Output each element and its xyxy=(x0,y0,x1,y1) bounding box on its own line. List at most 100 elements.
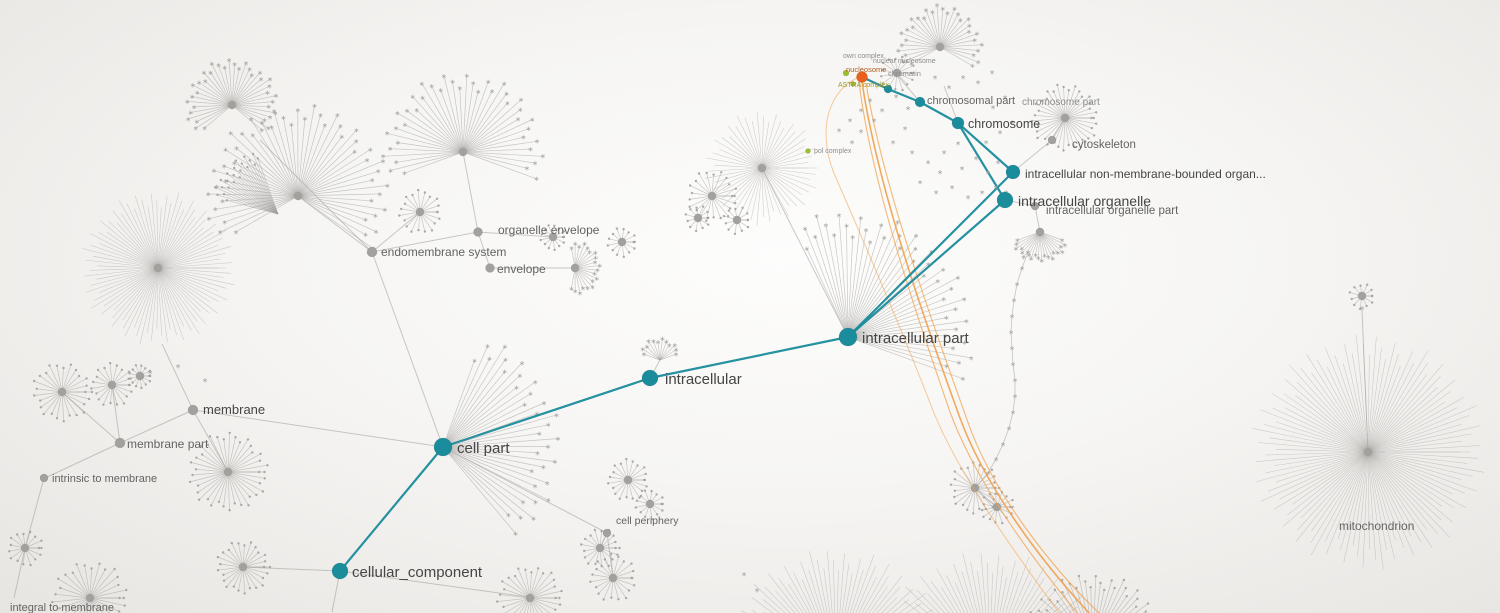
node-intrinsic-to-membrane[interactable] xyxy=(39,473,49,483)
cluster-node[interactable] xyxy=(135,371,145,381)
label-chromosome[interactable]: chromosome xyxy=(968,117,1040,131)
highlight-curves xyxy=(825,77,1100,613)
cluster-node[interactable] xyxy=(892,68,902,78)
asterisk-glyph-icon: ∗ xyxy=(858,128,864,135)
node-chromatin[interactable] xyxy=(883,84,893,94)
node-envelope[interactable] xyxy=(485,263,495,273)
node-highlight-green[interactable] xyxy=(842,69,850,77)
label-pol-complex[interactable]: pol complex xyxy=(814,148,852,155)
node-intracellular-part[interactable] xyxy=(838,327,858,347)
node-nucleosome[interactable] xyxy=(856,71,868,83)
label-mitochondrion[interactable]: mitochondrion xyxy=(1339,519,1414,533)
asterisk-tip-icon: ∗ xyxy=(944,364,950,371)
asterisk-tip-icon: ∗ xyxy=(271,109,277,116)
label-organelle-envelope[interactable]: organelle envelope xyxy=(498,223,600,237)
asterisk-glyph-icon: ∗ xyxy=(1006,425,1012,432)
label-integral-to-membrane[interactable]: integral to membrane xyxy=(10,602,114,613)
label-intracellular-organelle[interactable]: intracellular organelle xyxy=(1018,193,1151,209)
node-chromosomal-part[interactable] xyxy=(914,96,926,108)
node-astra-complex[interactable] xyxy=(850,81,856,87)
cluster-node[interactable] xyxy=(525,593,535,603)
graph-edge xyxy=(44,442,121,479)
asterisk-tip-icon: ∗ xyxy=(194,90,200,97)
label-membrane-part[interactable]: membrane part xyxy=(127,437,209,451)
node-intracellular-organelle-part[interactable] xyxy=(1030,201,1040,211)
label-intracellular-non-membrane-bounded-organ[interactable]: intracellular non-membrane-bounded organ… xyxy=(1025,167,1266,181)
node-cellular-component[interactable] xyxy=(331,562,349,580)
cluster-node[interactable] xyxy=(1357,291,1367,301)
asterisk-tip-icon: ∗ xyxy=(518,97,524,104)
asterisk-tip-icon: ∗ xyxy=(470,81,476,88)
asterisk-tip-icon: ∗ xyxy=(921,16,927,23)
label-intrinsic-to-membrane[interactable]: intrinsic to membrane xyxy=(52,473,157,485)
asterisk-glyph-icon: ∗ xyxy=(849,139,855,146)
graph-edge xyxy=(897,75,921,103)
label-cell-part[interactable]: cell part xyxy=(457,440,510,457)
selected-edge xyxy=(886,87,922,104)
asterisk-glyph-icon: ∗ xyxy=(990,104,996,111)
asterisk-tip-icon: ∗ xyxy=(191,104,197,111)
node-intracellular-non-membrane-bounded-organelle[interactable] xyxy=(1005,164,1021,180)
cluster-node[interactable] xyxy=(85,593,95,603)
asterisk-tip-icon: ∗ xyxy=(485,344,491,351)
cluster-node[interactable] xyxy=(707,191,717,201)
asterisk-tip-icon: ∗ xyxy=(503,357,509,364)
asterisk-tip-icon: ∗ xyxy=(295,108,301,115)
asterisk-tip-icon: ∗ xyxy=(504,91,510,98)
node-chromosome[interactable] xyxy=(951,116,965,130)
node-cell-periphery[interactable] xyxy=(602,528,612,538)
graph-edge xyxy=(1012,139,1053,173)
cluster-node[interactable] xyxy=(617,237,627,247)
asterisk-tip-icon: ∗ xyxy=(1042,253,1048,260)
asterisk-tip-icon: ∗ xyxy=(219,199,225,206)
asterisk-tip-icon: ∗ xyxy=(269,125,275,132)
label-nuclear-nucleosome[interactable]: nuclear nucleosome xyxy=(873,58,936,65)
label-envelope[interactable]: envelope xyxy=(497,262,546,276)
label-astra-complex[interactable]: ASTRA complex xyxy=(838,82,889,89)
node-endomembrane-system[interactable] xyxy=(366,246,378,258)
node-intracellular[interactable] xyxy=(641,369,659,387)
label-endomembrane-system[interactable]: endomembrane system xyxy=(381,245,506,259)
label-own-complex[interactable]: own complex xyxy=(843,53,884,60)
cluster-node[interactable] xyxy=(153,263,163,273)
asterisk-tip-icon: ∗ xyxy=(375,169,381,176)
asterisk-tip-icon: ∗ xyxy=(585,245,591,252)
asterisk-tip-icon: ∗ xyxy=(485,79,491,86)
asterisk-tip-icon: ∗ xyxy=(921,273,927,280)
label-cytoskeleton[interactable]: cytoskeleton xyxy=(1072,139,1136,151)
asterisk-glyph-icon: ∗ xyxy=(836,127,842,134)
cluster-node[interactable] xyxy=(935,42,945,52)
node-cell-part[interactable] xyxy=(433,437,453,457)
asterisk-tip-icon: ∗ xyxy=(222,220,228,227)
label-intracellular-part[interactable]: intracellular part xyxy=(862,330,970,347)
label-cellular-component[interactable]: cellular_component xyxy=(352,564,483,581)
cluster-node[interactable] xyxy=(732,215,742,225)
cluster-node[interactable] xyxy=(623,475,633,485)
cluster-node[interactable] xyxy=(693,213,703,223)
selected-edge xyxy=(956,121,1007,202)
label-nucleosome[interactable]: nucleosome xyxy=(846,65,886,74)
label-chromosomal-part[interactable]: chromosomal part xyxy=(927,95,1015,107)
cluster-node[interactable] xyxy=(645,499,655,509)
node-organelle-envelope[interactable] xyxy=(473,227,483,237)
asterisk-tip-icon: ∗ xyxy=(904,27,910,34)
asterisk-glyph-icon: ∗ xyxy=(925,159,931,166)
label-chromosome-part[interactable]: chromosome part xyxy=(1022,97,1100,108)
graph-edge xyxy=(462,151,479,233)
node-membrane[interactable] xyxy=(187,404,199,416)
label-intracellular-organelle-part[interactable]: intracellular organelle part xyxy=(1046,205,1179,217)
node-membrane-part[interactable] xyxy=(114,437,126,449)
node-cytoskeleton[interactable] xyxy=(1047,135,1057,145)
asterisk-tip-icon: ∗ xyxy=(234,146,240,153)
label-cell-periphery[interactable]: cell periphery xyxy=(616,515,679,527)
label-chromatin[interactable]: chromatin xyxy=(888,69,921,78)
asterisk-tip-icon: ∗ xyxy=(337,123,343,130)
cluster-node[interactable] xyxy=(227,100,237,110)
label-intracellular[interactable]: intracellular xyxy=(665,371,742,388)
organelle-part-chain xyxy=(974,251,1029,489)
node-pol-complex[interactable] xyxy=(805,148,811,154)
label-membrane[interactable]: membrane xyxy=(203,402,265,417)
node-intracellular-organelle[interactable] xyxy=(996,191,1014,209)
cluster: ∗∗∗∗∗∗∗∗∗∗∗∗∗∗∗∗∗∗∗∗∗∗∗∗∗∗∗∗∗∗ xyxy=(895,3,985,71)
